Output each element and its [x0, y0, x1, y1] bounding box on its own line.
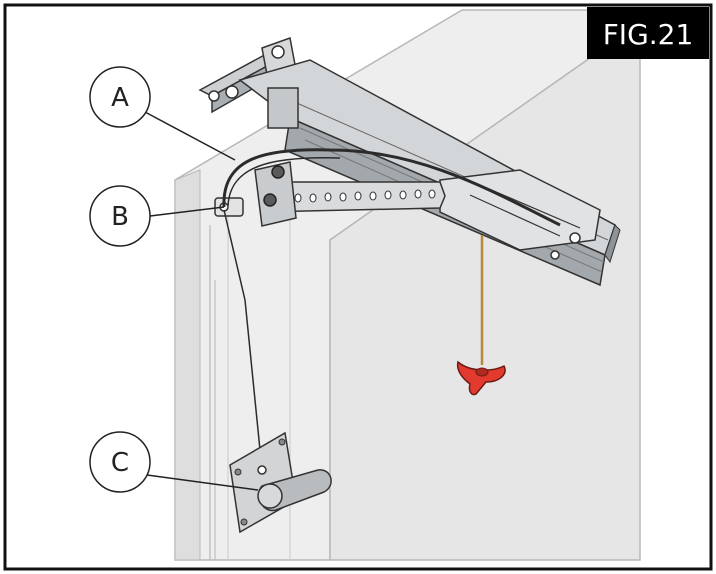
- callout-a-letter: A: [111, 83, 129, 113]
- callout-a: A: [89, 66, 151, 128]
- door-arm-strap: [254, 161, 446, 227]
- lock-handle-c: [229, 431, 332, 534]
- callout-leaders: [144, 111, 259, 491]
- figure-label: FIG.21: [603, 18, 694, 51]
- figure-label-box: FIG.21: [587, 7, 709, 59]
- callout-c-letter: C: [111, 448, 129, 478]
- release-cable: [222, 148, 561, 471]
- callout-b-letter: B: [111, 202, 129, 232]
- callout-c: C: [89, 431, 151, 493]
- header-bracket: [198, 36, 297, 114]
- callout-b: B: [89, 185, 151, 247]
- emergency-release-handle: [456, 235, 506, 396]
